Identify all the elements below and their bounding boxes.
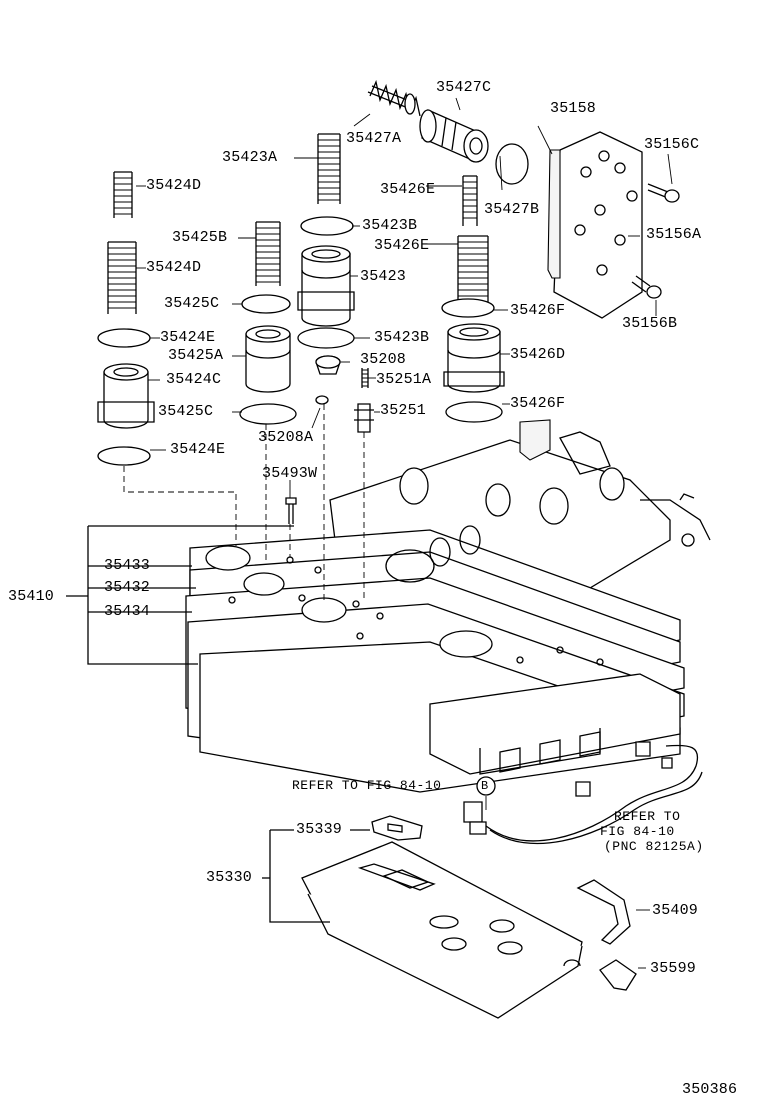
label-35330: 35330: [206, 869, 253, 886]
ring-35424e-top: [97, 328, 151, 348]
label-35423: 35423: [360, 268, 407, 285]
spring-35409: [576, 879, 650, 945]
leader-lines: [136, 97, 673, 498]
callout-b-circle: [476, 776, 496, 796]
label-35423b-top: 35423B: [362, 217, 418, 234]
spring-35424d-top: [113, 171, 133, 218]
label-35424e-bottom: 35424E: [170, 441, 226, 458]
ring-35427b: [495, 143, 529, 185]
label-35410: 35410: [8, 588, 55, 605]
label-35156b: 35156B: [622, 315, 678, 332]
label-35426d: 35426D: [510, 346, 566, 363]
ring-35424e-bottom: [97, 446, 151, 466]
label-35424d-bottom: 35424D: [146, 259, 202, 276]
spring-35251a: [361, 368, 369, 388]
label-35425c-bottom: 35425C: [158, 403, 214, 420]
sleeve-35426d: [443, 323, 505, 393]
note-refer-fig-b: REFER TO FIG 84-10: [292, 778, 442, 793]
label-35156a: 35156A: [646, 226, 702, 243]
spring-35427a: [367, 79, 421, 117]
label-35251: 35251: [380, 402, 427, 419]
spring-35426e-small: [462, 175, 478, 226]
callout-b-letter: B: [481, 779, 489, 793]
valve-body-35410: [185, 419, 711, 793]
label-35425a: 35425A: [168, 347, 224, 364]
bolt-35156c: [647, 183, 680, 203]
label-35251a: 35251A: [376, 371, 432, 388]
spring-35425b: [255, 221, 281, 286]
label-35426f-bottom: 35426F: [510, 395, 566, 412]
label-35426f-top: 35426F: [510, 302, 566, 319]
label-35424d-top: 35424D: [146, 177, 202, 194]
note-fig-8410: FIG 84-10: [600, 824, 675, 839]
sleeve-35425a: [245, 325, 291, 393]
ring-35423b-top: [300, 216, 354, 236]
label-35208: 35208: [360, 351, 407, 368]
spring-35426e-big: [457, 235, 489, 304]
label-35427a: 35427A: [346, 130, 402, 147]
label-35493w: 35493W: [262, 465, 318, 482]
valve-35208: [315, 355, 341, 405]
label-35426e-bottom: 35426E: [374, 237, 430, 254]
label-35423a: 35423A: [222, 149, 278, 166]
label-35409: 35409: [652, 902, 699, 919]
label-35599: 35599: [650, 960, 697, 977]
sleeve-35423: [297, 245, 355, 327]
strainer-35330: [301, 841, 583, 1019]
note-pnc: (PNC 82125A): [604, 839, 704, 854]
label-35434: 35434: [104, 603, 151, 620]
cover-35158: [547, 131, 643, 319]
sleeve-35424c: [97, 363, 155, 429]
label-35427c: 35427C: [436, 79, 492, 96]
label-35423b-bottom: 35423B: [374, 329, 430, 346]
label-35158: 35158: [550, 100, 597, 117]
bracket-35330: [262, 829, 370, 923]
wire-harness: [463, 741, 703, 845]
label-35208a: 35208A: [258, 429, 314, 446]
spring-35423a: [317, 133, 341, 204]
ring-35423b-bottom: [297, 327, 355, 349]
label-35156c: 35156C: [644, 136, 700, 153]
valve-35251: [354, 403, 374, 433]
label-35425b: 35425B: [172, 229, 228, 246]
label-35424e-top: 35424E: [160, 329, 216, 346]
label-35424c: 35424C: [166, 371, 222, 388]
note-refer-to: REFER TO: [614, 809, 681, 824]
figure-number: 350386: [682, 1081, 738, 1098]
label-35433: 35433: [104, 557, 151, 574]
ring-35426f-bottom: [445, 401, 503, 423]
gasket-35339: [371, 815, 423, 841]
bolt-35493w: [285, 497, 297, 524]
ring-35426f-top: [441, 298, 495, 318]
bolt-35156b: [631, 275, 662, 299]
plate-35599: [599, 959, 646, 991]
label-35339: 35339: [296, 821, 343, 838]
label-35425c-top: 35425C: [164, 295, 220, 312]
label-35427b: 35427B: [484, 201, 540, 218]
ring-35425c-bottom: [239, 403, 297, 425]
label-35432: 35432: [104, 579, 151, 596]
ring-35425c-top: [241, 294, 291, 314]
label-35426e-top: 35426E: [380, 181, 436, 198]
spring-35424d-big: [107, 241, 137, 314]
guide-lines: [123, 404, 365, 602]
bracket-35410: [66, 525, 294, 665]
plug-35427c: [419, 109, 489, 163]
